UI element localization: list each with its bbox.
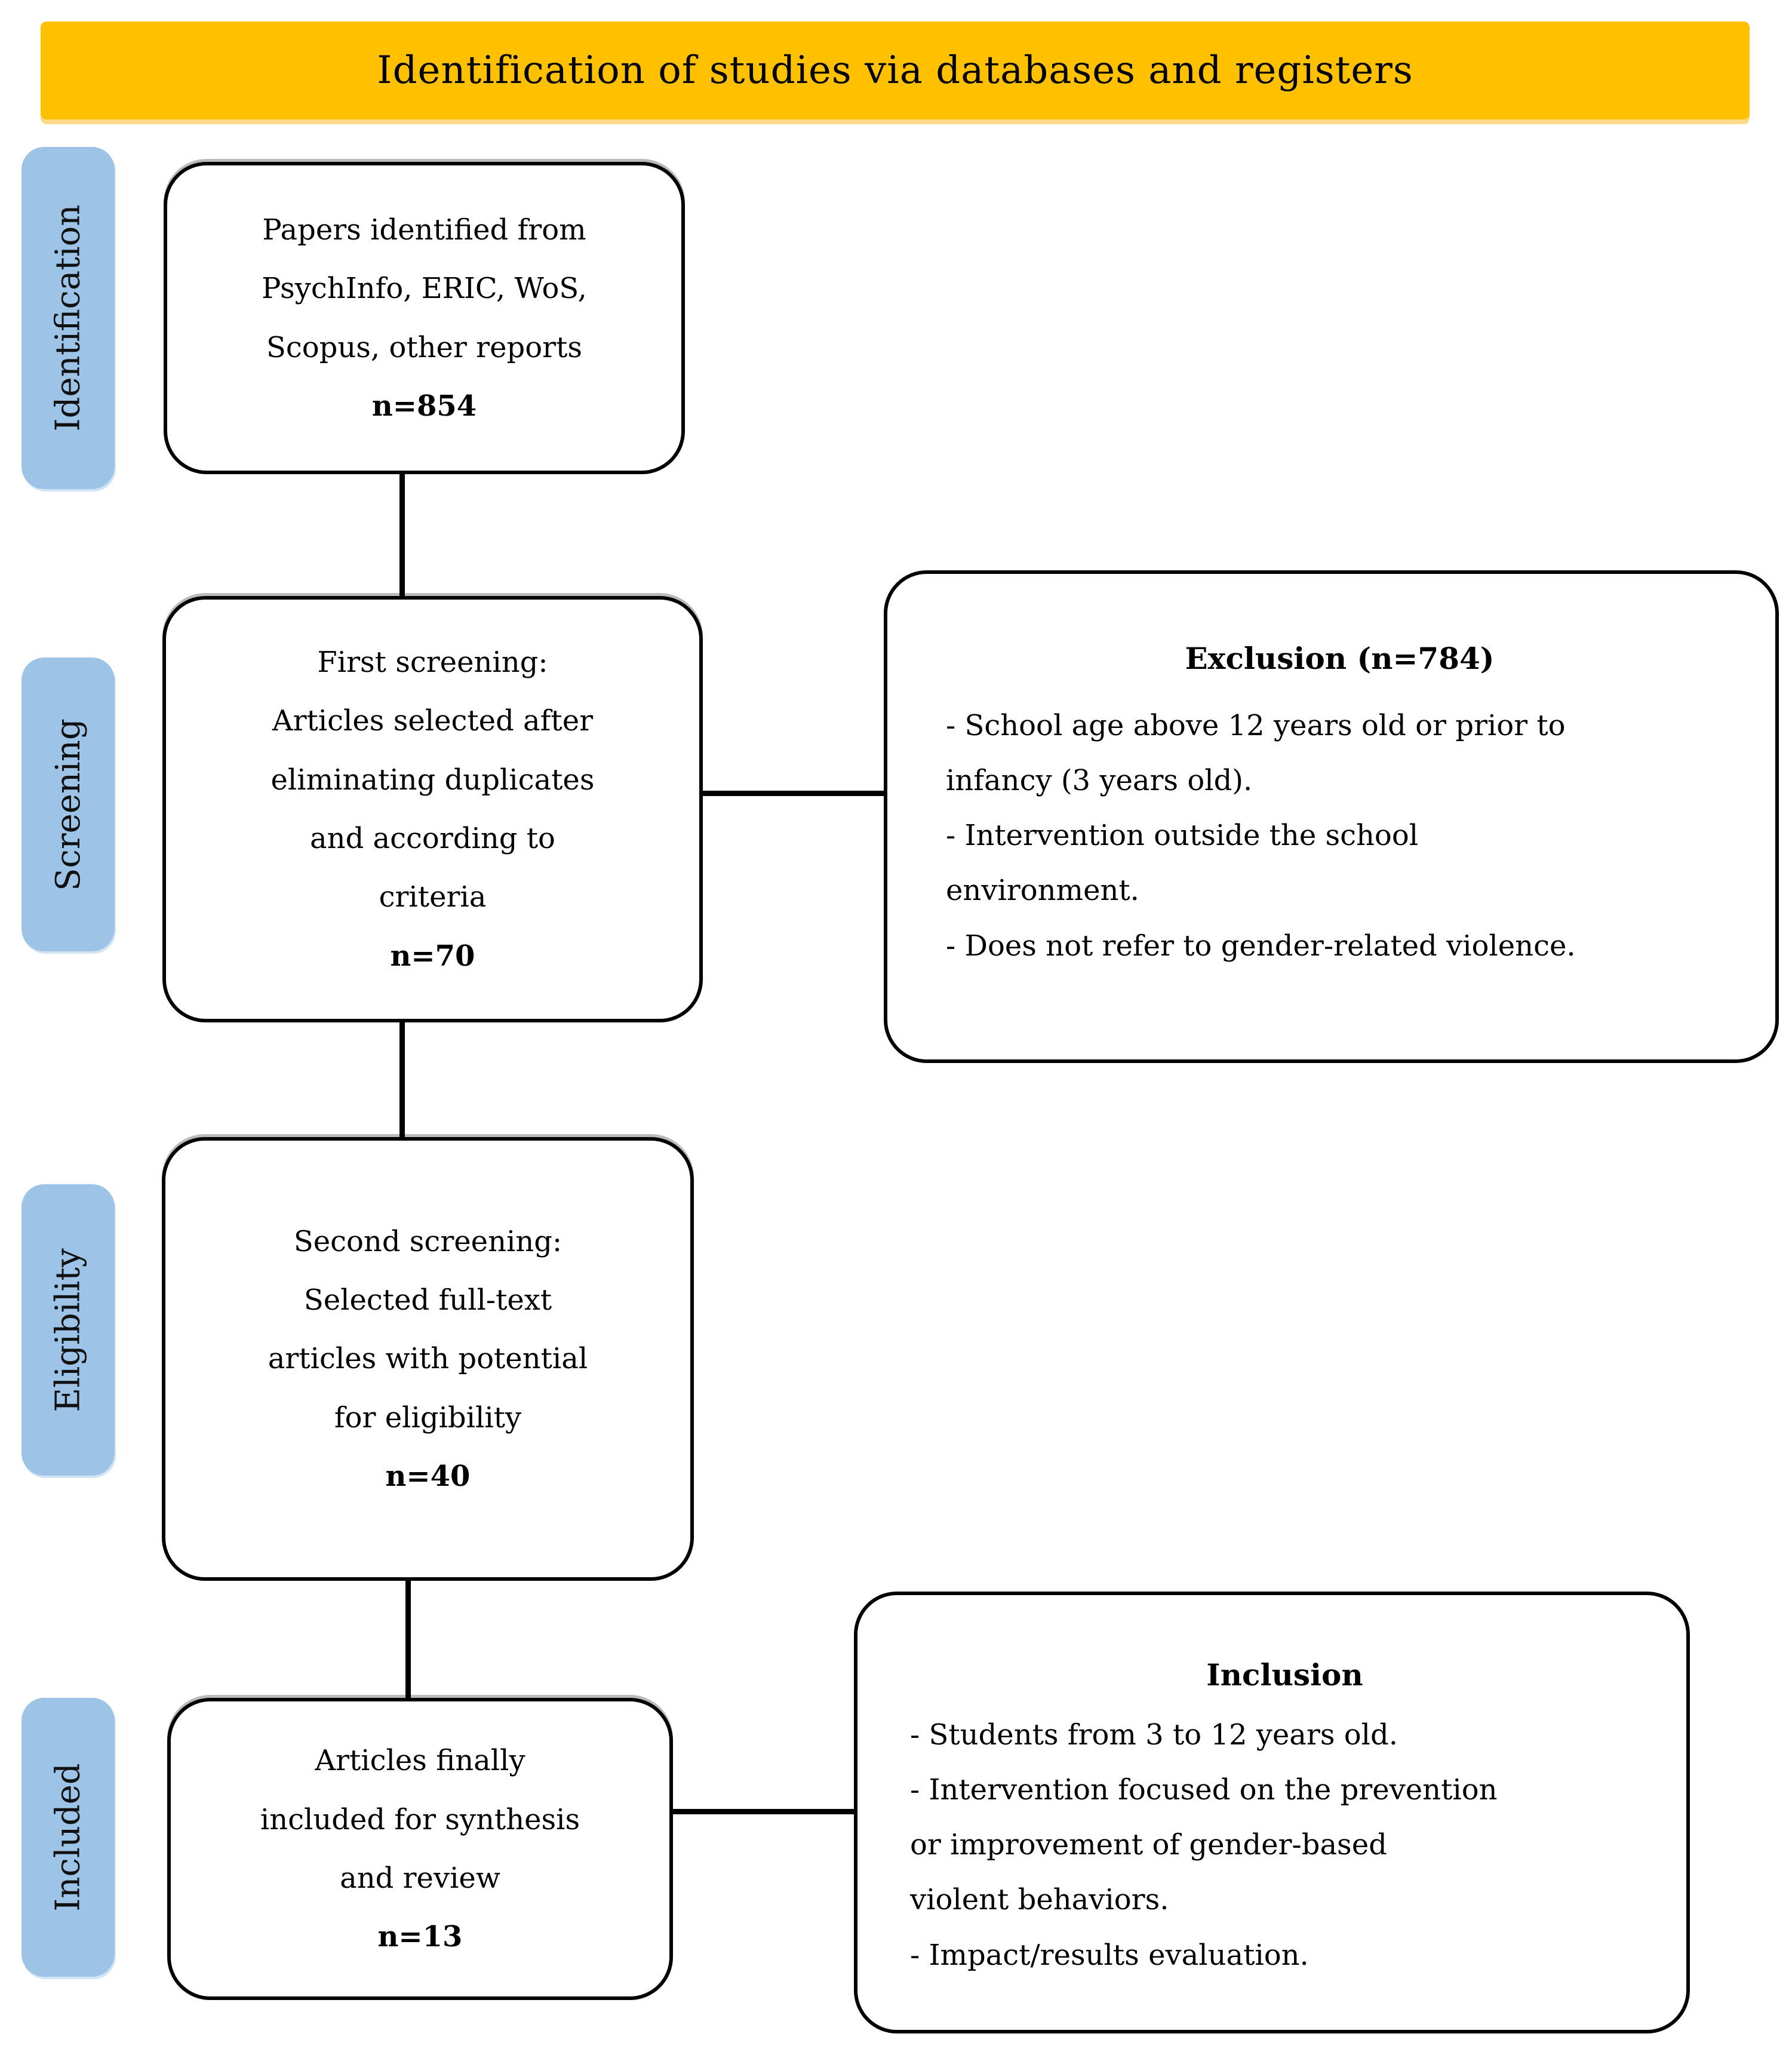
exclusion-box: Exclusion (n=784) - School age above 12 … xyxy=(884,570,1779,1063)
stage-label-screening-text: Screening xyxy=(48,718,88,891)
stage-label-eligibility-text: Eligibility xyxy=(48,1248,88,1412)
connector-included-to-inclusion xyxy=(671,1809,856,1814)
stage-label-included: Included xyxy=(21,1698,115,1977)
inclusion-bullets: - Students from 3 to 12 years old. - Int… xyxy=(910,1707,1659,1983)
flow-box-first-screening-count: n=70 xyxy=(390,939,475,973)
exclusion-title: Exclusion (n=784) xyxy=(1185,641,1495,676)
flow-box-included-count: n=13 xyxy=(377,1920,463,1954)
connector-second-screening-to-included xyxy=(405,1579,411,1700)
stage-label-identification-text: Identification xyxy=(48,204,88,432)
inclusion-box: Inclusion - Students from 3 to 12 years … xyxy=(854,1592,1690,2033)
inclusion-title: Inclusion xyxy=(1206,1657,1363,1692)
exclusion-bullet: - Does not refer to gender-related viole… xyxy=(946,929,1576,963)
flow-box-identification-count: n=854 xyxy=(371,389,477,423)
header-bar: Identification of studies via databases … xyxy=(41,21,1750,119)
inclusion-bullet: - Students from 3 to 12 years old. xyxy=(910,1718,1398,1752)
stage-label-identification: Identification xyxy=(21,147,115,489)
connector-identification-to-first-screening xyxy=(399,472,405,598)
exclusion-bullets: - School age above 12 years old or prior… xyxy=(946,698,1733,973)
connector-first-screening-to-exclusion xyxy=(701,791,886,796)
connector-first-to-second-screening xyxy=(399,1021,405,1139)
inclusion-bullet: - Impact/results evaluation. xyxy=(910,1938,1309,1972)
stage-label-included-text: Included xyxy=(48,1763,88,1912)
flow-box-second-screening-count: n=40 xyxy=(385,1460,471,1494)
inclusion-bullet: - Intervention focused on the prevention… xyxy=(910,1773,1498,1917)
stage-label-screening: Screening xyxy=(21,658,115,951)
header-title: Identification of studies via databases … xyxy=(377,48,1413,93)
exclusion-bullet: - School age above 12 years old or prior… xyxy=(946,709,1566,798)
stage-label-eligibility: Eligibility xyxy=(21,1184,115,1476)
